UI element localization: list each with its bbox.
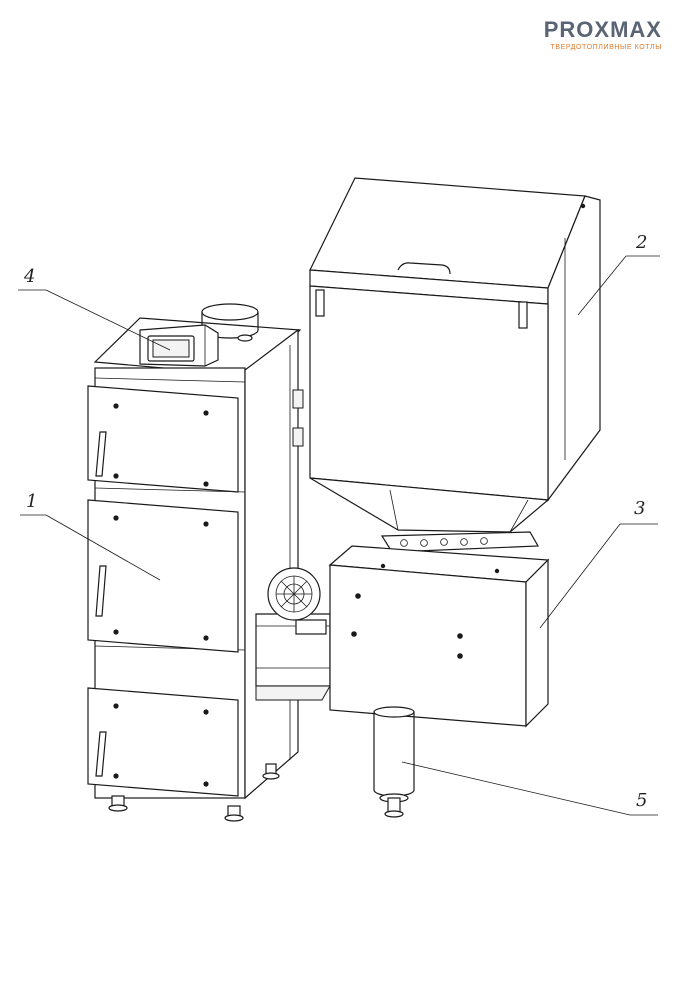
boiler-door-upper (87, 385, 239, 493)
callout-label-2: 2 (636, 232, 648, 253)
brand-logo: PROXMAX ТВЕРДОТОПЛИВНЫЕ КОТЛЫ (512, 18, 662, 52)
callout-label-5: 5 (636, 790, 648, 811)
fuel-hopper (309, 177, 601, 533)
burner-box (328, 545, 550, 728)
boiler-door-lower (87, 687, 239, 797)
brand-subtitle: ТВЕРДОТОПЛИВНЫЕ КОТЛЫ (550, 44, 662, 51)
auger-tube (373, 706, 415, 818)
fan-unit (267, 567, 327, 635)
boiler-feet (108, 763, 280, 822)
boiler-door-middle (87, 499, 239, 653)
brand-name: PROXMAX (543, 17, 662, 42)
callout-label-4: 4 (24, 266, 36, 287)
controller-unit (139, 324, 219, 367)
callout-label-3: 3 (634, 498, 646, 519)
leader-lines (18, 255, 660, 816)
callout-label-1: 1 (26, 491, 38, 512)
